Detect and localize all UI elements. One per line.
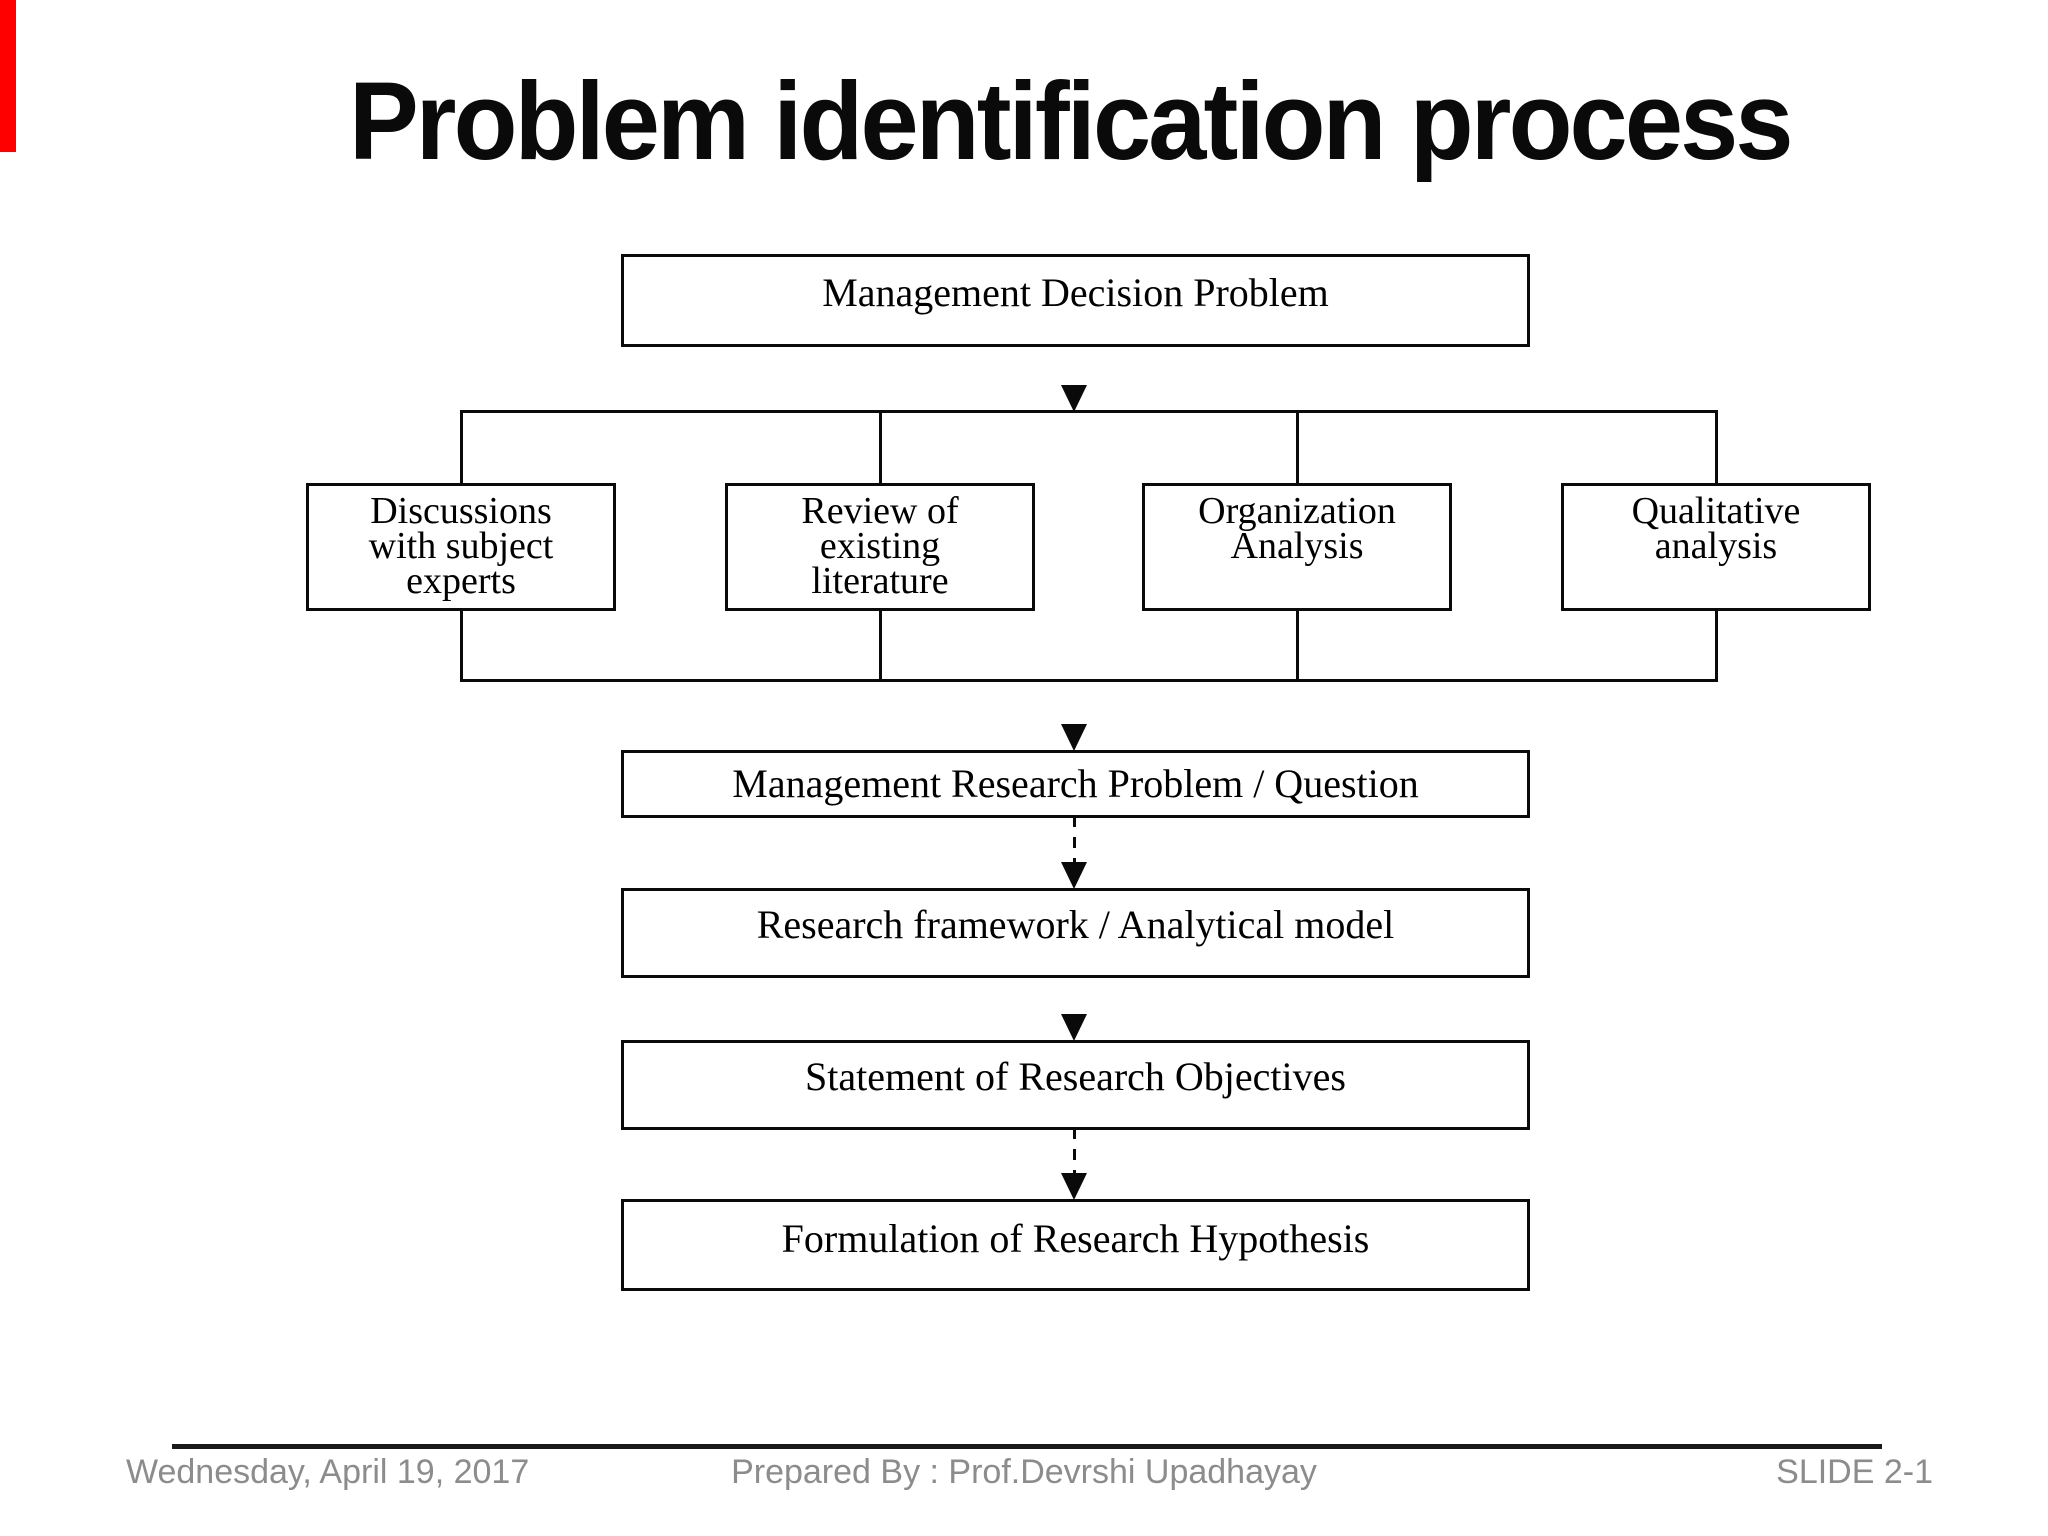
node-label: Formulation of Research Hypothesis [781, 1216, 1370, 1261]
bracket-bottom-riser-2 [879, 609, 882, 682]
node-label: Discussions with subject experts [368, 490, 554, 602]
footer-slide-number: SLIDE 2-1 [1776, 1453, 1933, 1491]
bracket-top-drop-4 [1715, 410, 1718, 485]
node-formulation-of-research-hypothesis: Formulation of Research Hypothesis [621, 1199, 1530, 1291]
bracket-bottom-riser-3 [1296, 609, 1299, 682]
node-label: Statement of Research Objectives [805, 1054, 1346, 1099]
node-label: Organization Analysis [1198, 490, 1396, 567]
node-qualitative-analysis: Qualitative analysis [1561, 483, 1871, 611]
footer-divider [172, 1444, 1882, 1449]
page-title: Problem identification process [349, 60, 1794, 183]
footer-date: Wednesday, April 19, 2017 [126, 1453, 530, 1491]
node-statement-of-research-objectives: Statement of Research Objectives [621, 1040, 1530, 1130]
dashed-arrow-line [1073, 1128, 1076, 1175]
arrow-down-icon [1061, 862, 1087, 889]
bracket-top-line [460, 410, 1718, 413]
red-accent-bar [0, 0, 16, 152]
node-research-framework-analytical-model: Research framework / Analytical model [621, 888, 1530, 978]
node-review-of-existing-literature: Review of existing literature [725, 483, 1035, 611]
node-label: Management Decision Problem [822, 270, 1329, 315]
node-management-research-problem-question: Management Research Problem / Question [621, 750, 1530, 818]
bracket-bottom-riser-4 [1715, 609, 1718, 682]
node-label: Review of existing literature [801, 490, 959, 602]
bracket-top-drop-3 [1296, 410, 1299, 485]
node-label: Management Research Problem / Question [732, 761, 1419, 806]
footer-author: Prepared By : Prof.Devrshi Upadhayay [731, 1453, 1317, 1491]
bracket-top-drop-1 [460, 410, 463, 485]
node-discussions-with-subject-experts: Discussions with subject experts [306, 483, 616, 611]
node-label: Qualitative analysis [1631, 490, 1801, 567]
arrow-down-icon [1061, 1173, 1087, 1200]
bracket-bottom-riser-1 [460, 609, 463, 682]
arrow-down-icon [1061, 385, 1087, 412]
node-label: Research framework / Analytical model [756, 902, 1395, 947]
node-organization-analysis: Organization Analysis [1142, 483, 1452, 611]
bracket-top-drop-2 [879, 410, 882, 485]
title-row: Problem identification process [92, 56, 2048, 188]
node-management-decision-problem: Management Decision Problem [621, 254, 1530, 347]
arrow-down-icon [1061, 724, 1087, 751]
arrow-down-icon [1061, 1014, 1087, 1041]
dashed-arrow-line [1073, 816, 1076, 864]
bracket-bottom-line [460, 679, 1718, 682]
